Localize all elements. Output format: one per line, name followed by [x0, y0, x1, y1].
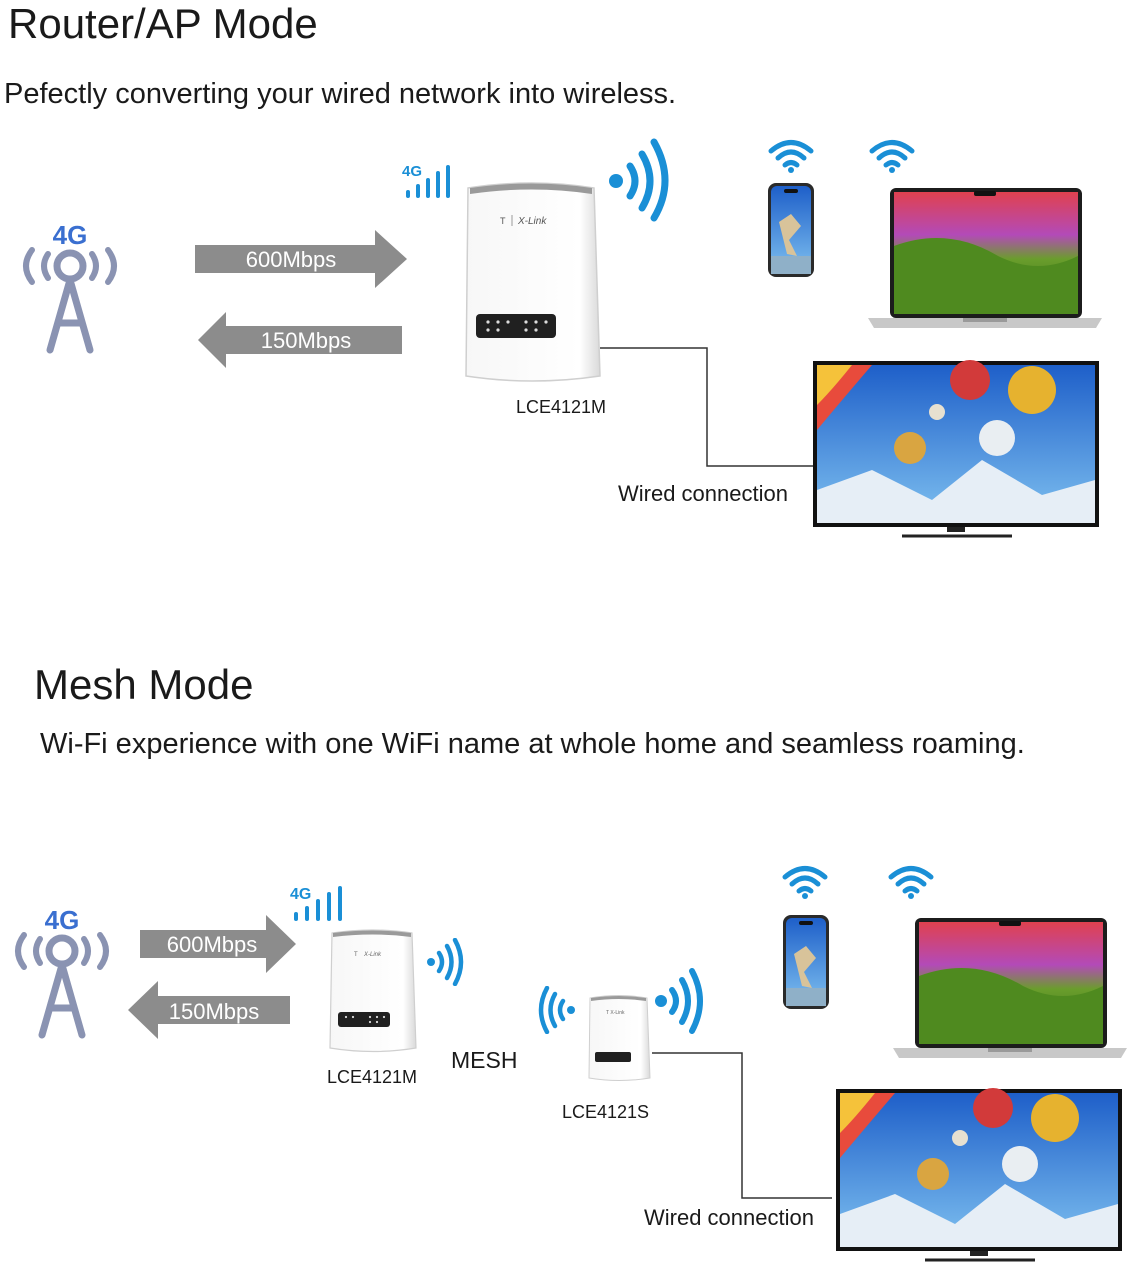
wifi-icon: [888, 866, 934, 899]
wifi-icon: [768, 140, 814, 173]
phone-icon: [783, 915, 829, 1009]
wired-connection-line: [600, 347, 813, 467]
wifi-broadcast-icon: [655, 968, 703, 1034]
mesh-wired-connection-line: [652, 1052, 832, 1199]
mesh-upload-speed-label: 150Mbps: [169, 999, 260, 1024]
tower-label: 4G: [53, 220, 88, 250]
mesh-download-arrow: 600Mbps: [140, 915, 296, 973]
mesh-router-signal-label: 4G: [290, 886, 311, 903]
main-router-icon: T X-Link: [326, 928, 420, 1063]
svg-text:X-Link: X-Link: [363, 952, 382, 958]
svg-text:T X-Link: T X-Link: [606, 1010, 625, 1016]
mesh-wired-connection-label: Wired connection: [644, 1205, 814, 1230]
tv-icon: [813, 360, 1099, 538]
upload-speed-label: 150Mbps: [261, 328, 352, 353]
signal-bars-icon: 4G: [290, 886, 342, 921]
svg-text:T: T: [354, 952, 358, 958]
router-model-label: LCE4121M: [516, 397, 607, 417]
wifi-icon: [869, 140, 915, 173]
router-brand: X-Link: [517, 216, 547, 227]
mesh-download-speed-label: 600Mbps: [167, 932, 258, 957]
mesh-label: MESH: [451, 1047, 518, 1073]
router-icon: T X-Link: [458, 180, 606, 395]
cell-tower-icon: 4G: [18, 218, 128, 363]
mesh-mode-subtitle: Wi-Fi experience with one WiFi name at w…: [40, 728, 1025, 760]
mesh-upload-arrow: 150Mbps: [128, 981, 290, 1039]
satellite-router-icon: T X-Link: [586, 994, 652, 1091]
laptop-icon: [893, 918, 1127, 1058]
mesh-mode-title: Mesh Mode: [34, 661, 254, 708]
router-signal-label: 4G: [402, 163, 422, 180]
download-speed-label: 600Mbps: [246, 247, 337, 272]
signal-bars-icon: 4G: [402, 163, 450, 198]
wifi-icon: [782, 866, 828, 899]
wifi-broadcast-icon: [427, 938, 464, 986]
tv-icon: [836, 1088, 1122, 1262]
wifi-broadcast-icon: [609, 138, 669, 222]
svg-text:T: T: [500, 216, 506, 226]
router-mode-title: Router/AP Mode: [8, 0, 318, 47]
cell-tower-icon: 4G: [8, 903, 118, 1048]
satellite-model-label: LCE4121S: [562, 1102, 650, 1122]
wifi-receive-icon: [538, 986, 575, 1034]
download-arrow: 600Mbps: [195, 230, 407, 288]
phone-icon: [768, 183, 814, 277]
mesh-tower-label: 4G: [45, 905, 80, 935]
laptop-icon: [868, 188, 1102, 328]
main-router-model-label: LCE4121M: [327, 1067, 418, 1087]
wired-connection-label: Wired connection: [618, 481, 788, 506]
upload-arrow: 150Mbps: [198, 312, 402, 368]
router-mode-subtitle: Pefectly converting your wired network i…: [4, 78, 677, 110]
